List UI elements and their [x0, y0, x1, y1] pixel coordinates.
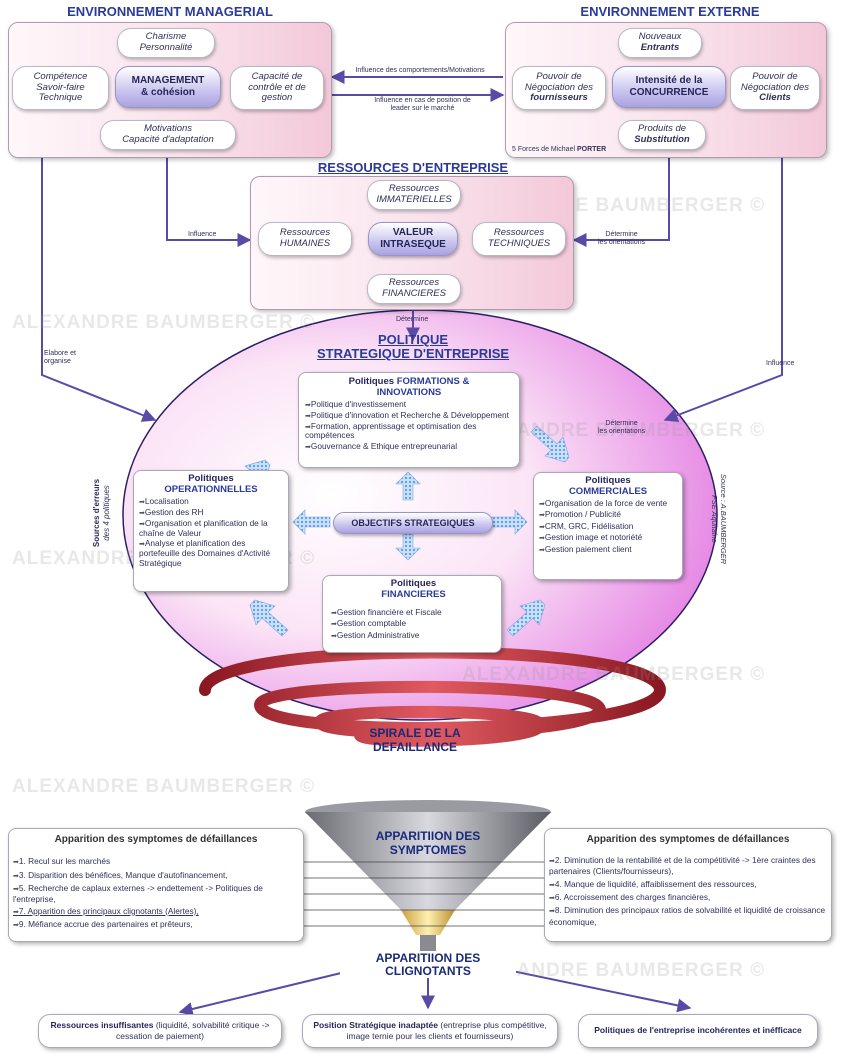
operationnelles-item: Gestion des RH: [137, 507, 285, 518]
outcome-position-strategique: Position Stratégique inadaptée (entrepri…: [302, 1014, 558, 1048]
dotted-arrow-se: [506, 599, 546, 637]
symptomes-right-box: Apparition des symptomes de défaillances…: [544, 828, 832, 942]
symptomes-right-title: Apparition des symptomes de défaillances: [586, 834, 790, 845]
symptomes-left-box: Apparition des symptomes de défaillances…: [8, 828, 304, 942]
symptom-item: 3. Disparition des bénéfices, Manque d'a…: [9, 869, 303, 883]
objectifs-strategiques: OBJECTIFS STRATEGIQUES: [333, 512, 493, 534]
arrow-ext-to-resources: [572, 158, 670, 247]
arrow-influence-right: [663, 158, 783, 423]
dotted-arrow-sw: [249, 599, 289, 637]
operationnelles-item: Localisation: [137, 496, 285, 507]
commerciales-item: Gestion image et notoriété: [537, 532, 679, 543]
financieres-item: Gestion financière et Fiscale: [329, 607, 498, 618]
symptomes-left-title: Apparition des symptomes de défaillances: [54, 834, 258, 845]
commerciales-item: CRM, GRC, Fidélisation: [537, 521, 679, 532]
arrow-man-to-resources: [166, 158, 252, 247]
symptom-item: 5. Recherche de caplaux externes -> ende…: [9, 883, 303, 905]
symptom-item: 7. Apparition des principaux clignotants…: [9, 905, 303, 919]
watermark: ALEXANDRE BAUMBERGER ©: [462, 664, 766, 685]
watermark: ALEXANDRE BAUMBERGER ©: [12, 776, 316, 797]
label-determine: Détermine: [396, 316, 429, 323]
symptoms-funnel: [305, 800, 551, 951]
watermark: ALEXANDRE BAUMBERGER ©: [12, 312, 316, 333]
commerciales-item: Gestion paiement client: [537, 544, 679, 555]
commerciales-item: Promotion / Publicité: [537, 509, 679, 520]
ressources-title: RESSOURCES D'ENTREPRISE: [317, 160, 509, 175]
label-influence-right: Influence: [766, 360, 795, 367]
arrow-to-right-outcome: [487, 965, 692, 1013]
symptom-item: 4. Manque de liquidité, affaiblissement …: [545, 878, 831, 892]
link-influence-comportements: Influence des comportements/Motivations: [355, 67, 485, 74]
dotted-arrow-ne: [530, 425, 570, 463]
env-managerial-title: ENVIRONNEMENT MANAGERIAL: [67, 4, 273, 19]
politiques-formations-box: Politiques FORMATIONS &INNOVATIONS Polit…: [298, 372, 520, 468]
symptom-item: 6. Accroissement des charges financières…: [545, 891, 831, 905]
outcome-ressources-insuffisantes: Ressources insuffisantes (liquidité, sol…: [38, 1014, 282, 1048]
watermark: ALEXANDRE BAUMBERGER ©: [462, 960, 766, 981]
dotted-arrow-up: [395, 471, 421, 501]
management-center: MANAGEMENT& cohésion: [115, 66, 221, 108]
watermark: ALEXANDRE BAUMBERGER ©: [462, 420, 766, 441]
operationnelles-item: Analyse et planification des portefeuill…: [137, 538, 285, 569]
operationnelles-item: Organisation et planification de la chaî…: [137, 518, 285, 539]
financieres-item: Gestion comptable: [329, 618, 498, 629]
outcome-politiques-incoherentes: Politiques de l'entreprise incohérentes …: [578, 1014, 818, 1048]
env-externe-title: ENVIRONNEMENT EXTERNE: [580, 4, 760, 19]
formations-item: Politique d'innovation et Recherche & Dé…: [303, 410, 515, 421]
formations-item: Politique d'investissement: [303, 399, 515, 410]
porter-caption: 5 Forces de Michael PORTER: [512, 146, 607, 153]
dotted-arrow-left: [292, 509, 331, 535]
failure-spiral: [199, 646, 667, 747]
arrow-elabore: [41, 158, 157, 422]
symptom-connector-lines: [290, 861, 545, 927]
symptom-item: 2. Diminution de la rentabilité et de la…: [545, 855, 831, 878]
formations-item: Formation, apprentissage et optimisation…: [303, 421, 515, 441]
arrow-to-left-outcome: [178, 965, 371, 1016]
label-influence: Influence: [188, 231, 217, 238]
symptom-item: 9. Méfiance accrue des partenaires et pr…: [9, 918, 303, 932]
financieres-item: Gestion Administrative: [329, 630, 498, 641]
formations-item: Gouvernance & Ethique entrepreunarial: [303, 441, 515, 452]
symptom-item: 8. Diminution des principaux ratios de s…: [545, 905, 831, 928]
commerciales-item: Organisation de la force de vente: [537, 498, 679, 509]
dotted-arrow-down: [395, 533, 421, 561]
symptom-item: 1. Recul sur les marchés: [9, 855, 303, 869]
